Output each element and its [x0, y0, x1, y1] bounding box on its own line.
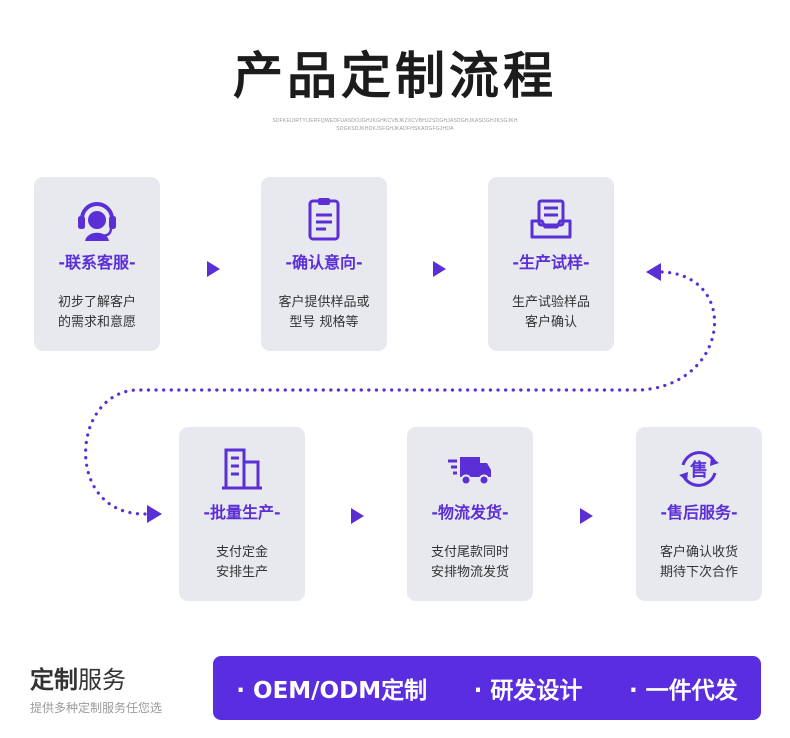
- step-description-line: 支付尾款同时: [430, 545, 509, 560]
- step-description-line: 初步了解客户: [57, 295, 136, 310]
- page-title: 产品定制流程: [233, 47, 557, 105]
- custom-service-subtitle: 提供多种定制服务任您选: [30, 701, 163, 715]
- delivery-truck-icon: [407, 445, 533, 493]
- step-card-after-sales: 售 -售后服务- 客户确认收货 期待下次合作: [636, 427, 762, 601]
- step-title: -售后服务-: [660, 503, 738, 522]
- after-sale-icon: 售: [636, 445, 762, 493]
- step-title: -确认意向-: [285, 253, 363, 272]
- step-arrow: [351, 508, 364, 524]
- service-banner: · OEM/ODM定制 · 研发设计 · 一件代发: [213, 656, 761, 720]
- custom-service-heading: 定制服务: [30, 660, 126, 695]
- step-description-line: 型号 规格等: [289, 315, 359, 330]
- step-description: 支付尾款同时 安排物流发货: [407, 543, 533, 583]
- step-description-line: 客户确认: [524, 315, 577, 330]
- step-card-confirm-intent: -确认意向- 客户提供样品或 型号 规格等: [261, 177, 387, 351]
- step-card-logistics-shipping: -物流发货- 支付尾款同时 安排物流发货: [407, 427, 533, 601]
- page-subtitle: SDFKEUIRTYIJERFQWEDFUASDOJGHJKGHKCVBJKZX…: [255, 117, 535, 133]
- step-description: 客户提供样品或 型号 规格等: [261, 293, 387, 333]
- step-card-contact-service: -联系客服- 初步了解客户 的需求和意愿: [34, 177, 160, 351]
- step-description: 支付定金 安排生产: [179, 543, 305, 583]
- factory-building-icon: [179, 445, 305, 493]
- step-description-line: 生产试验样品: [511, 295, 590, 310]
- step-card-trial-production: -生产试样- 生产试验样品 客户确认: [488, 177, 614, 351]
- heading-rest: 服务: [78, 666, 126, 694]
- service-item-dropship: · 一件代发: [628, 678, 738, 704]
- step-description-line: 安排生产: [215, 565, 268, 580]
- clipboard-icon: [261, 195, 387, 243]
- service-item-oem-odm: · OEM/ODM定制: [236, 678, 428, 704]
- step-title: -物流发货-: [431, 503, 509, 522]
- step-arrow: [207, 261, 220, 277]
- step-description-line: 安排物流发货: [430, 565, 509, 580]
- step-description: 客户确认收货 期待下次合作: [636, 543, 762, 583]
- step-arrow: [433, 261, 446, 277]
- step-description-line: 的需求和意愿: [57, 315, 136, 330]
- tray-document-icon: [488, 195, 614, 243]
- step-description-line: 客户提供样品或: [278, 295, 370, 310]
- service-item-rd-design: · 研发设计: [473, 678, 583, 704]
- step-description-line: 期待下次合作: [659, 565, 738, 580]
- headset-icon: [34, 195, 160, 243]
- step-description: 初步了解客户 的需求和意愿: [34, 293, 160, 333]
- connector-arrow-head-bottom: [147, 505, 162, 523]
- heading-bold: 定制: [30, 666, 78, 694]
- step-title: -联系客服-: [58, 253, 136, 272]
- after-sale-glyph: 售: [690, 459, 708, 481]
- subtitle-line-1: SDFKEUIRTYIJERFQWEDFUASDOJGHJKGHKCVBJKZX…: [272, 118, 518, 124]
- step-description-line: 支付定金: [215, 545, 268, 560]
- step-title: -批量生产-: [203, 503, 281, 522]
- connector-arrow-head-top: [646, 263, 661, 281]
- step-arrow: [580, 508, 593, 524]
- step-description: 生产试验样品 客户确认: [488, 293, 614, 333]
- subtitle-line-2: SDGKSDJKHDKJSFGHJKADFHSKADGFGJHDA: [336, 126, 454, 132]
- step-description-line: 客户确认收货: [659, 545, 738, 560]
- step-title: -生产试样-: [512, 253, 590, 272]
- step-card-mass-production: -批量生产- 支付定金 安排生产: [179, 427, 305, 601]
